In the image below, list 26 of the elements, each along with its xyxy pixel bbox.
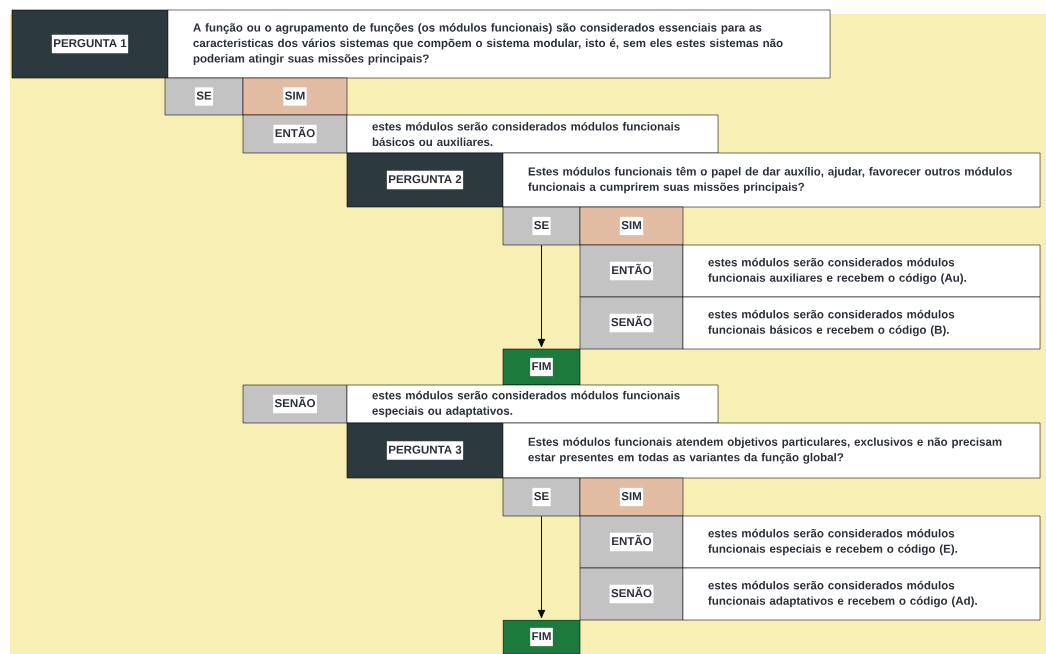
condition-box: ENTÃO [579,244,684,298]
condition-box: SENÃO [579,296,684,350]
condition-box: SENÃO [242,384,348,424]
text-box: estes módulos serão considerados módulos funcionais especiais ou adaptativos. [346,384,719,424]
condition-box: ENTÃO [242,114,348,154]
condition-box: ENTÃO [579,515,684,569]
text-box: estes módulos serão considerados módulos funcionais básicos e recebem o código (B). [682,296,1041,350]
condition-box: SE [502,477,581,517]
end-box: FIM [502,348,581,386]
end-box: FIM [502,619,581,654]
text-box: estes módulos serão considerados módulos funcionais básicos ou auxiliares. [346,114,719,154]
text-box: estes módulos serão considerados módulos funcionais auxiliares e recebem o código (Au). [682,244,1041,298]
question-label-box: PERGUNTA 2 [346,152,504,208]
condition-box: SENÃO [579,567,684,621]
arrow [537,515,546,619]
text-box: A função ou o agrupamento de funções (os módulos funcionais) são considerados essenciais para as caracteristicas dos vários sistemas que compõem o sistema modular, isto é, sem eles estes sistemas não poderiam atingir suas missões principais? [167,9,831,79]
condition-box: SE [502,206,581,246]
text-box: estes módulos serão considerados módulos funcionais adaptativos e recebem o código (Ad). [682,567,1041,621]
question-label-box: PERGUNTA 3 [346,422,504,479]
text-box: estes módulos serão considerados módulos funcionais especiais e recebem o código (E). [682,515,1041,569]
arrow [537,244,546,348]
answer-box: SIM [579,477,684,517]
condition-box: SE [164,77,244,116]
answer-box: SIM [242,77,348,116]
question-label-box: PERGUNTA 1 [11,9,169,79]
answer-box: SIM [579,206,684,246]
